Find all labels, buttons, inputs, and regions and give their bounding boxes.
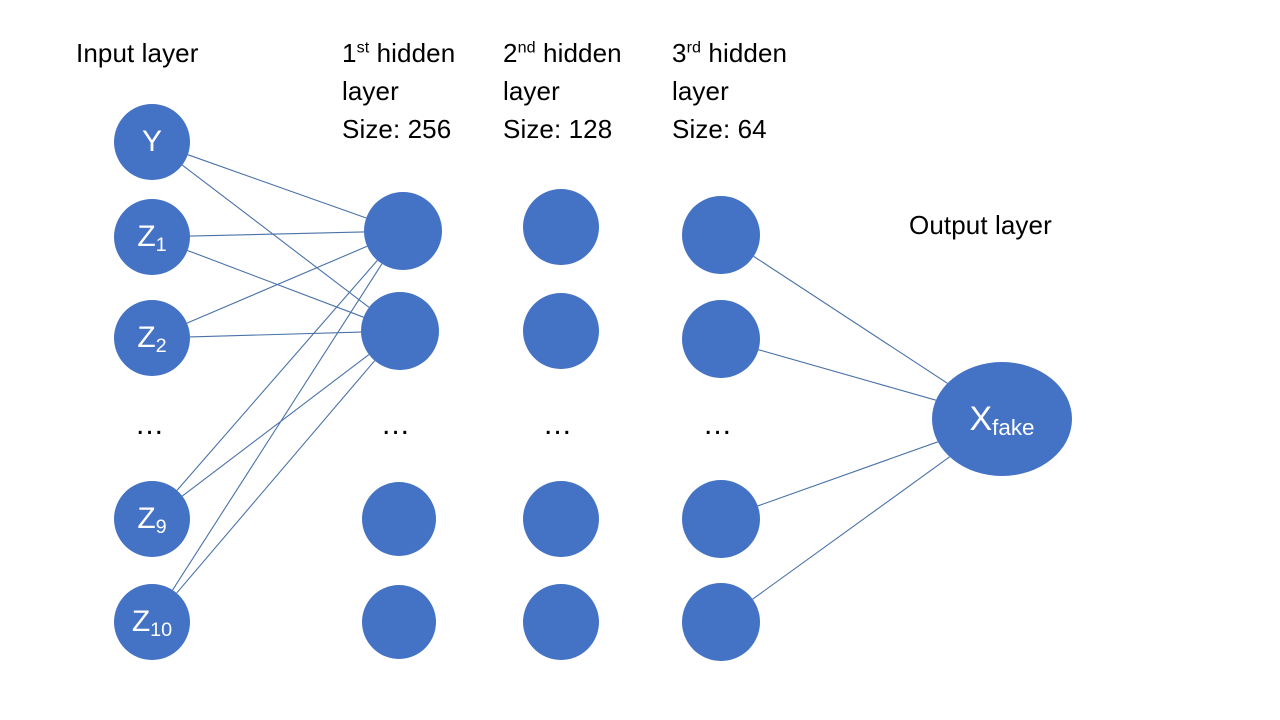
ellipsis-input-layer: ...	[136, 408, 165, 441]
node-label-subscript: 10	[150, 619, 173, 642]
node-h3b[interactable]	[682, 300, 760, 378]
node-label-z1: Z1	[137, 220, 167, 257]
node-h3c[interactable]	[682, 480, 760, 558]
node-label-subscript: 1	[155, 234, 167, 257]
node-label-z9: Z9	[137, 502, 167, 539]
ordinal-suffix: rd	[686, 38, 702, 57]
edge-z1-to-h1a	[189, 231, 365, 237]
ordinal-suffix: nd	[517, 38, 536, 57]
ordinal-suffix: st	[356, 38, 370, 57]
label-output-layer: Output layer	[909, 210, 1052, 240]
edge-z10-to-h1b	[176, 360, 376, 594]
node-h1c[interactable]	[362, 482, 436, 556]
edge-z2-to-h1b	[189, 331, 362, 338]
node-xfake[interactable]: Xfake	[932, 362, 1072, 476]
node-h1b[interactable]	[361, 292, 439, 370]
node-h3a[interactable]	[682, 196, 760, 274]
edge-y-to-h1a	[187, 154, 367, 219]
node-z10[interactable]: Z10	[114, 584, 190, 660]
layer-label-line: 2nd hidden	[503, 38, 622, 68]
layer-label-line: Size: 256	[342, 114, 452, 144]
node-label-y: Y	[141, 125, 162, 158]
node-z2[interactable]: Z2	[114, 300, 190, 376]
node-label-subscript: 2	[155, 335, 167, 358]
edge-h3a-to-xfake	[753, 255, 948, 384]
layer-label-line: Size: 128	[503, 114, 613, 144]
layer-label-line: layer	[503, 76, 560, 106]
node-h2a[interactable]	[523, 189, 599, 265]
node-h1d[interactable]	[362, 585, 436, 659]
layer-label-line: layer	[342, 76, 399, 106]
layer-label-line: Size: 64	[672, 114, 767, 144]
node-label-xfake: Xfake	[969, 399, 1035, 441]
node-z1[interactable]: Z1	[114, 199, 190, 275]
ellipsis-third-hidden-layer: ...	[704, 408, 733, 441]
edge-h3c-to-xfake	[757, 441, 939, 507]
edge-y-to-h1b	[181, 164, 370, 308]
node-label-subscript: fake	[992, 415, 1035, 441]
ellipsis-first-hidden-layer: ...	[382, 408, 411, 441]
node-h1a[interactable]	[364, 192, 442, 270]
node-label-z2: Z2	[137, 321, 167, 358]
node-h2d[interactable]	[523, 584, 599, 660]
edge-z2-to-h1a	[186, 245, 368, 324]
edge-z9-to-h1a	[176, 260, 378, 491]
edge-z1-to-h1b	[187, 249, 364, 318]
node-label-subscript: 9	[155, 516, 167, 539]
layer-label-line: 3rd hidden	[672, 38, 788, 68]
node-h2b[interactable]	[523, 293, 599, 369]
node-h2c[interactable]	[523, 481, 599, 557]
node-h3d[interactable]	[682, 583, 760, 661]
edge-z9-to-h1b	[181, 354, 370, 497]
edge-h3b-to-xfake	[758, 349, 937, 401]
node-y[interactable]: Y	[114, 104, 190, 180]
edge-z10-to-h1a	[172, 263, 383, 591]
layer-label-line: 1st hidden	[342, 38, 456, 68]
node-label-z10: Z10	[131, 605, 173, 642]
layer-label-line: layer	[672, 76, 729, 106]
label-input-layer: Input layer	[76, 38, 199, 68]
ellipsis-second-hidden-layer: ...	[544, 408, 573, 441]
node-z9[interactable]: Z9	[114, 481, 190, 557]
edge-h3d-to-xfake	[752, 456, 950, 600]
